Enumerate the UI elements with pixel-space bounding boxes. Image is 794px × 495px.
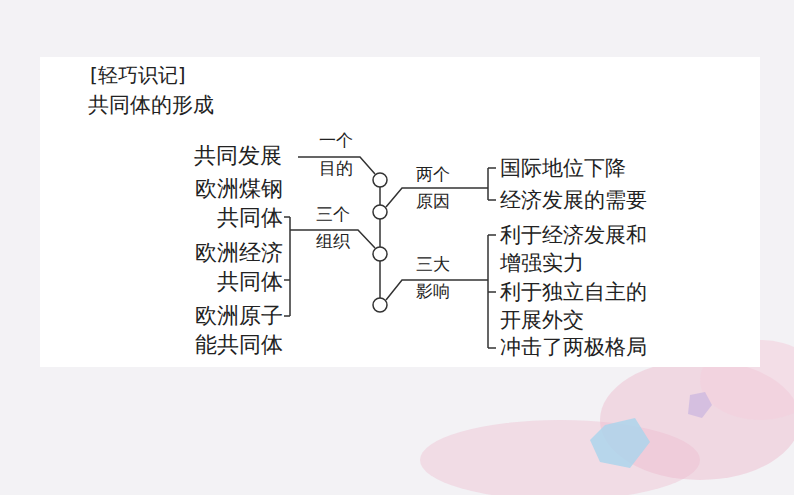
point-label: 国际地位下降 — [500, 154, 626, 182]
node-circle — [373, 247, 387, 261]
node-circle — [373, 205, 387, 219]
point-label: 冲击了两极格局 — [500, 333, 647, 361]
right-bracket — [386, 235, 496, 348]
topic-label: 共同发展 — [194, 141, 282, 170]
branch-label: 两个原因 — [413, 161, 452, 215]
spine-line — [379, 180, 381, 305]
topic-label: 欧洲经济共同体 — [193, 238, 283, 296]
topic-label: 欧洲原子能共同体 — [193, 301, 283, 359]
point-label: 利于经济发展和增强实力 — [500, 221, 653, 277]
node-circle — [373, 173, 387, 187]
diagram-title: 共同体的形成 — [88, 92, 214, 118]
hexagon-decoration — [590, 418, 650, 468]
branch-label: 三大影响 — [413, 251, 452, 305]
branch-label: 一个目的 — [316, 126, 355, 182]
topic-label: 欧洲煤钢共同体 — [193, 174, 283, 232]
node-circle — [373, 298, 387, 312]
section-tag: [轻巧识记] — [90, 63, 186, 87]
branch-label: 三个组织 — [313, 201, 352, 255]
point-label: 经济发展的需要 — [500, 186, 647, 214]
point-label: 利于独立自主的开展外交 — [500, 278, 653, 334]
hexagon-decoration — [688, 392, 712, 418]
content-panel — [40, 57, 760, 367]
